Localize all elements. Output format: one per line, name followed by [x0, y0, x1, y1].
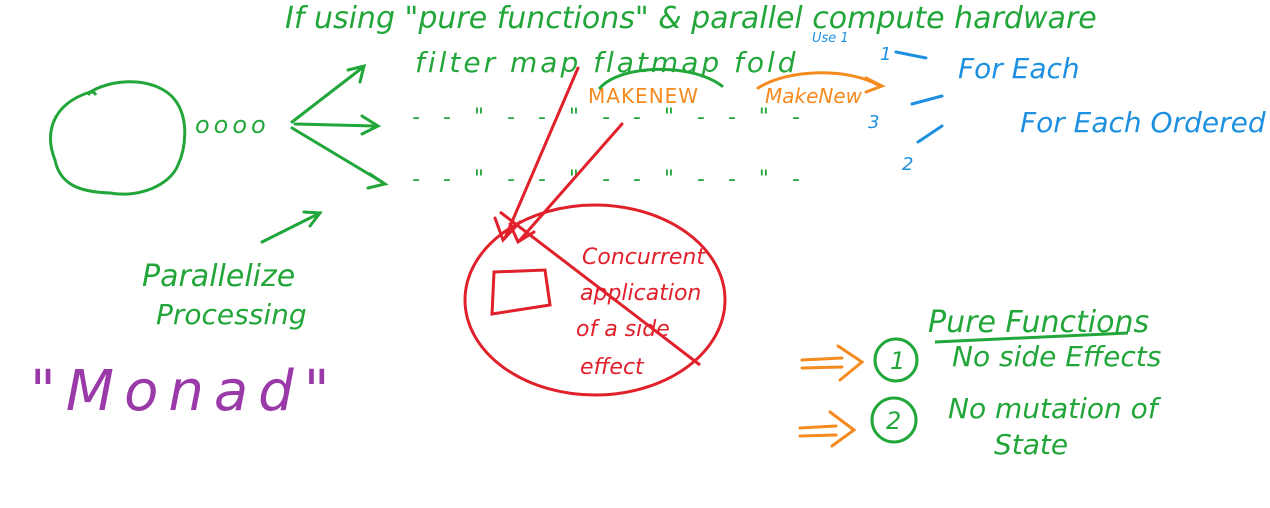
red-note-line3: of a side [576, 317, 670, 342]
principles-underline [934, 331, 1129, 344]
side-effect-circle [463, 203, 727, 397]
data-source-blob [49, 80, 187, 196]
blob-squiggle [86, 90, 98, 96]
pipeline-row-2: - - " - - " - - " - - " - [412, 167, 808, 192]
label-makenew-2: MakeNew [765, 84, 863, 108]
principle-1-arrow [800, 344, 865, 382]
principle-1-text: No side Effects [952, 340, 1161, 373]
caption-up-arrow [260, 210, 323, 244]
pipeline-row-1: - - " - - " - - " - - " - [412, 105, 808, 130]
red-note-line2: application [580, 281, 701, 306]
blue-connectors [894, 50, 944, 144]
caption-parallelize: Parallelize [142, 259, 295, 294]
principle-2-text-line1: No mutation of [948, 392, 1162, 425]
pipeline-number-3: 3 [868, 112, 879, 133]
principle-1-number: 1 [890, 347, 905, 375]
pipeline-number-2: 2 [902, 154, 913, 175]
red-note-line4: effect [580, 355, 645, 380]
pipeline-number-1: 1 [880, 44, 891, 65]
label-makenew-1: MAKENEW [588, 84, 699, 108]
header-line2: filter map flatmap fold [415, 46, 799, 79]
header-line1: If using "pure functions" & parallel com… [285, 1, 1097, 36]
caption-processing: Processing [156, 298, 307, 331]
side-effect-box [490, 268, 552, 316]
monad-label: "Monad" [30, 359, 339, 424]
orange-arcs [598, 67, 886, 94]
principle-1-circle [873, 337, 919, 383]
principle-2-text-line2: State [994, 428, 1068, 461]
principle-2-number: 2 [886, 407, 901, 435]
red-pointer-arrows [493, 66, 624, 245]
principle-2-arrow [798, 410, 857, 448]
small-note: Use 1 [812, 31, 849, 46]
side-effect-strike [499, 210, 701, 367]
dots-stream: oooo [195, 111, 270, 139]
red-note-line1: Concurrent [582, 245, 706, 270]
principle-2-circle [870, 396, 918, 444]
label-for-each: For Each [958, 52, 1080, 85]
label-for-each-ordered: For Each Ordered [1020, 106, 1266, 139]
fork-arrows [290, 63, 389, 190]
